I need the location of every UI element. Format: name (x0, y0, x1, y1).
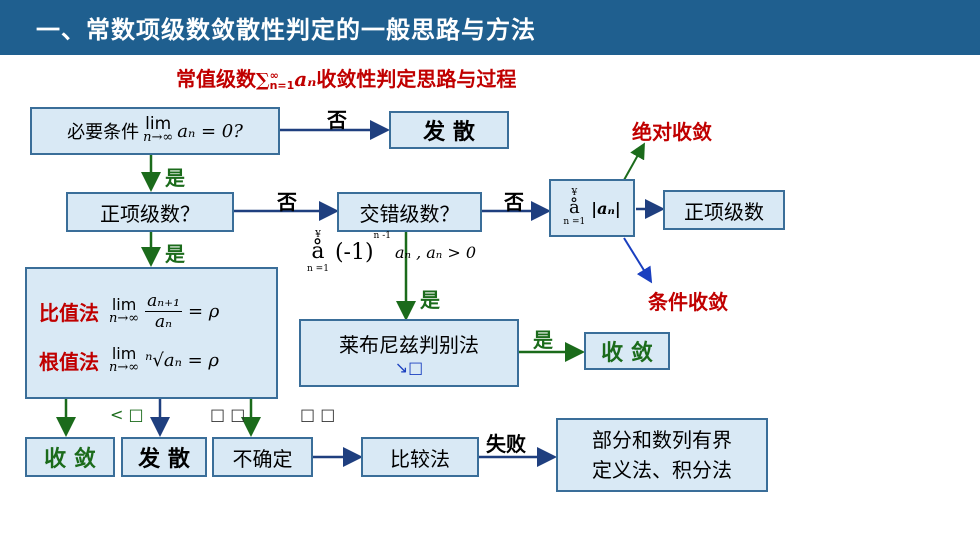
label-fail: 失败 (486, 432, 526, 456)
leibniz-box: 莱布尼兹判别法 ↘□ (299, 319, 519, 387)
ratio-fraction: aₙ₊₁ aₙ (145, 291, 182, 332)
positive-series-right-box: 正项级数 (663, 190, 785, 230)
alt-sign-factor: (-1) (334, 239, 374, 265)
arrow-to-conditional (623, 237, 653, 284)
ratio-test: 比值法 lim n→∞ aₙ₊₁ aₙ = ρ (39, 291, 220, 332)
label-yes-positive: 是 (165, 242, 185, 266)
subtitle-sum-symbol: ∑ (256, 70, 270, 91)
label-no-positive: 否 (277, 190, 297, 214)
positive-series-box: 正项级数？ (66, 192, 234, 232)
converge-bottom-box: 收 敛 (25, 437, 115, 477)
necessary-limit: lim n→∞ (143, 114, 174, 145)
necessary-label: 必要条件 (67, 122, 140, 143)
arrow-to-absolute (623, 142, 645, 181)
rho-equal-condition: □ □ (300, 405, 336, 424)
undetermined-box: 不确定 (212, 437, 313, 477)
subtitle-sum-limits: ∞n=1 (269, 68, 295, 92)
label-no-alternating: 否 (504, 190, 524, 214)
leibniz-label: 莱布尼兹判别法 (339, 333, 479, 357)
abs-term: |aₙ| (591, 198, 621, 218)
label-no-necessary: 否 (327, 108, 347, 132)
diverge-bottom-box: 发 散 (121, 437, 207, 477)
definition-label: 定义法、积分法 (592, 458, 732, 482)
subtitle-term: aₙ (294, 67, 317, 91)
header-bar: 一、常数项级数敛散性判定的一般思路与方法 (0, 0, 980, 55)
label-yes-leibniz: 是 (533, 328, 553, 352)
alt-rest: aₙ , aₙ > 0 (394, 242, 477, 262)
alt-power: n -1 (373, 231, 391, 241)
subtitle-suffix: 收敛性判定思路与过程 (316, 67, 517, 91)
converge-right-box: 收 敛 (584, 332, 670, 370)
label-yes-necessary: 是 (165, 166, 185, 190)
abs-sum-symbol: ¥ å n =1 (563, 188, 586, 227)
partial-sums-label: 部分和数列有界 (592, 428, 732, 452)
partial-sums-box: 部分和数列有界 定义法、积分法 (556, 418, 768, 492)
page-title: 一、常数项级数敛散性判定的一般思路与方法 (36, 16, 536, 44)
root-test: 根值法 lim n→∞ ⁿ√aₙ = ρ (39, 343, 220, 375)
comparison-box: 比较法 (361, 437, 479, 477)
rho-less-condition: < □ (110, 405, 144, 424)
tests-box: 比值法 lim n→∞ aₙ₊₁ aₙ = ρ 根值法 lim n→∞ ⁿ√aₙ… (25, 267, 278, 399)
alternating-series-box: 交错级数？ (337, 192, 482, 232)
necessary-expr: aₙ = 0? (177, 120, 243, 142)
label-conditional-convergence: 条件收敛 (648, 290, 728, 314)
ratio-test-name: 比值法 (39, 301, 99, 325)
label-yes-alternating: 是 (420, 288, 440, 312)
subtitle-prefix: 常值级数 (176, 67, 256, 91)
root-test-name: 根值法 (39, 350, 99, 374)
label-absolute-convergence: 绝对收敛 (632, 120, 712, 144)
diverge-top-box: 发 散 (389, 111, 509, 149)
rho-greater-condition: □ □ (210, 405, 246, 424)
leibniz-mark: ↘□ (394, 358, 424, 377)
necessary-condition-box: 必要条件 lim n→∞ aₙ = 0? (30, 107, 280, 155)
alternating-formula: ¥ å n =1 (-1) n -1 aₙ , aₙ > 0 (307, 230, 477, 274)
abs-series-box: ¥ å n =1 |aₙ| (549, 179, 635, 237)
